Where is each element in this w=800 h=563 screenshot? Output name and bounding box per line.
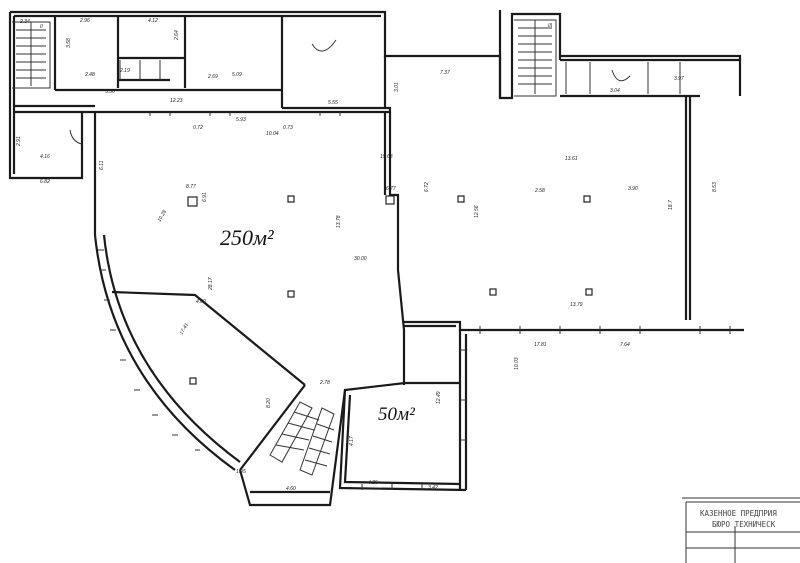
stair-label: III	[548, 23, 553, 29]
dimension-label: 6.72	[424, 182, 430, 192]
dimension-label: 4.25	[368, 480, 378, 486]
dimension-label: 13.61	[565, 156, 578, 162]
stair-label: II	[40, 24, 43, 30]
dimension-label: 8.53	[712, 182, 718, 192]
dimension-label: 4.12	[148, 18, 158, 24]
dimension-label: 3.58	[66, 38, 72, 48]
dimension-label: 5.56	[105, 89, 115, 95]
dimension-label: 2.69	[207, 74, 218, 80]
title-block: КАЗЕННОЕ ПРЕДПРИЯ БЮРО ТЕХНИЧЕСК	[682, 497, 800, 563]
dimension-label: 4.00	[196, 299, 206, 305]
dimension-label: 2.48	[84, 72, 95, 78]
dimension-label: 0.73	[283, 125, 293, 131]
stair-bottom	[269, 401, 335, 476]
dimension-label: 5.55	[328, 100, 338, 106]
doors	[69, 39, 631, 145]
area-label-main-hall: 250м²	[220, 225, 274, 250]
dimension-label: 6.82	[40, 179, 50, 185]
dimension-labels: 2.34 2.96 4.12 3.58 2.64 5.09 2.48 5.56 12.23 5.5…	[16, 18, 718, 492]
columns	[187, 195, 593, 385]
windows	[98, 112, 731, 490]
stamp-line-1: КАЗЕННОЕ ПРЕДПРИЯ	[700, 509, 777, 518]
dimension-label: 2.64	[174, 30, 180, 41]
dimension-label: 8.20	[266, 398, 272, 408]
dimension-label: 12.56	[474, 205, 480, 218]
dimension-label: 3.97	[674, 76, 684, 82]
area-label-small-room: 50м²	[378, 404, 415, 425]
dimension-label: 18.7	[668, 200, 674, 210]
stair-iii: III	[518, 20, 553, 94]
dimension-label: 3.01	[394, 82, 400, 92]
dimension-label: 10.04	[266, 131, 279, 137]
dimension-label: 2.91	[16, 136, 22, 147]
dimension-label: 17.41	[179, 322, 191, 336]
walls	[8, 10, 744, 507]
dimension-label: 2.96	[79, 18, 90, 24]
dimension-label: 30.00	[354, 256, 367, 262]
dimension-label: 2.34	[19, 19, 30, 25]
dimension-label: 2.58	[534, 188, 545, 194]
dimension-label: 7.37	[440, 70, 450, 76]
dimension-label: 13.78	[336, 215, 342, 228]
dimension-label: 17.81	[534, 342, 547, 348]
dimension-label: 5.09	[232, 72, 242, 78]
dimension-label: 4.60	[286, 486, 296, 492]
dimension-label: 2.78	[319, 380, 330, 386]
dimension-label: 10.28	[157, 209, 169, 223]
dimension-label: 13.79	[570, 302, 583, 308]
dimension-label: 10.03	[514, 357, 520, 370]
dimension-label: 6.77	[386, 186, 396, 192]
dimension-label: 15.68	[380, 154, 393, 160]
dimension-label: 3.90	[628, 186, 638, 192]
dimension-label: 2.19	[119, 68, 130, 74]
dimension-label: 8.77	[186, 184, 196, 190]
dimension-label: 5.93	[236, 117, 246, 123]
stair-ii: II	[16, 22, 46, 86]
dimension-label: 3.42	[428, 485, 438, 491]
dimension-label: 1.95	[236, 469, 246, 475]
dimension-label: 6.11	[99, 160, 105, 170]
dimension-label: 7.64	[620, 342, 630, 348]
dimension-label: 28.17	[208, 277, 214, 291]
dimension-label: 3.04	[610, 88, 620, 94]
dimension-label: 12.23	[170, 98, 183, 104]
dimension-label: 0.72	[193, 125, 203, 131]
dimension-label: 4.16	[40, 154, 50, 160]
dimension-label: 12.49	[436, 391, 442, 404]
stamp-line-2: БЮРО ТЕХНИЧЕСК	[712, 520, 776, 529]
dimension-label: 6.91	[202, 192, 208, 202]
dimension-label: 4.17	[349, 436, 355, 446]
